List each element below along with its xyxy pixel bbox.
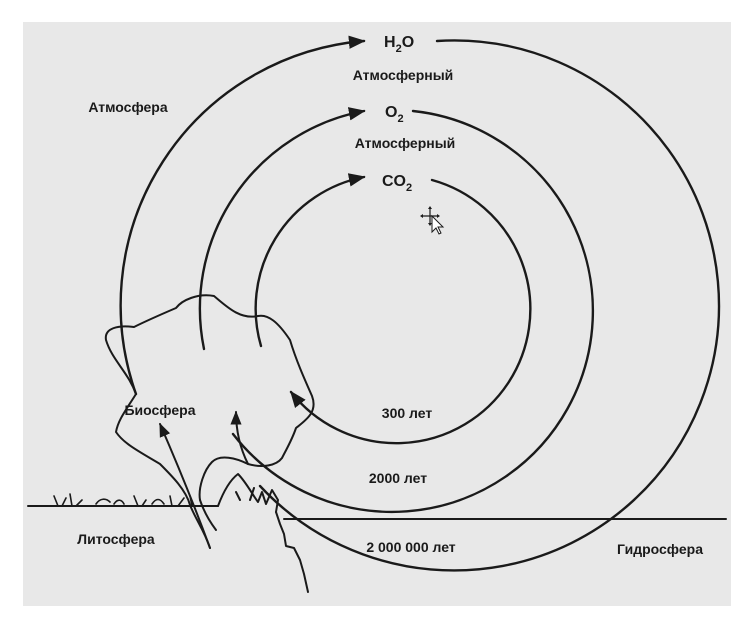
period-o2: 2000 лет: [369, 470, 427, 486]
cycle-arc-h2o: [258, 39, 721, 572]
cycle-arc-o2: [231, 109, 595, 514]
molecule-h2o: H2O: [384, 34, 414, 55]
diagram-background: [23, 22, 731, 606]
period-co2: 300 лет: [382, 405, 433, 421]
molecule-o2: O2: [385, 104, 404, 125]
tree-trunk: [189, 499, 217, 549]
label-biosphere: Биосфера: [124, 402, 195, 418]
move-cursor-icon: [420, 206, 445, 235]
arrow-to-o2: [230, 410, 249, 465]
grass-tufts: [53, 493, 193, 507]
cycle-arc-o2-return: [198, 107, 366, 351]
label-lithosphere: Литосфера: [77, 531, 155, 547]
source-h2o: Атмосферный: [353, 67, 454, 83]
label-atmosphere: Атмосфера: [88, 99, 168, 115]
period-h2o: 2 000 000 лет: [366, 539, 455, 555]
coastline: [275, 511, 309, 593]
label-hydrosphere: Гидросфера: [617, 541, 703, 557]
cycle-arc-co2: [289, 178, 532, 445]
molecule-co2: CO2: [382, 173, 412, 194]
cycle-arc-h2o-return: [119, 35, 366, 396]
source-o2: Атмосферный: [355, 135, 456, 151]
tree-roots: [217, 473, 279, 513]
